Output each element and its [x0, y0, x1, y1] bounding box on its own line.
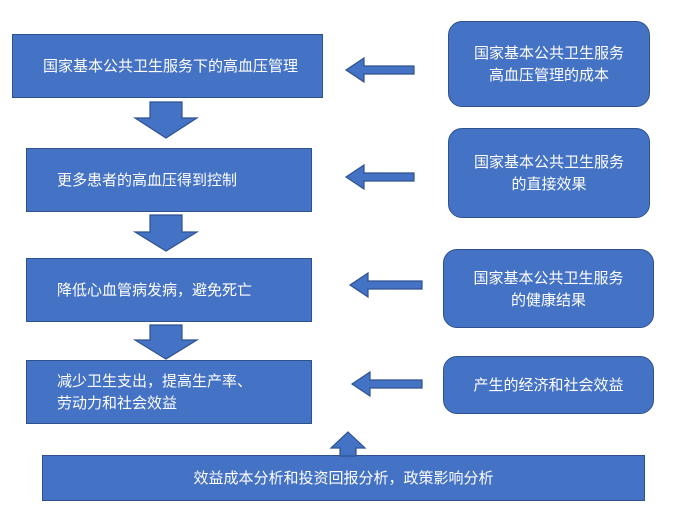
box-health-outcome-label: 国家基本公共卫生服务 的健康结果 [473, 268, 624, 309]
down-arrow-1 [132, 101, 200, 139]
left-arrow-4 [350, 370, 423, 398]
box-hypertension-management-label: 国家基本公共卫生服务下的高血压管理 [43, 57, 299, 75]
box-reduce-health-spending: 减少卫生支出，提高生产率、 劳动力和社会效益 [26, 360, 312, 424]
down-arrow-3 [132, 324, 200, 360]
left-arrow-2 [344, 163, 415, 191]
box-reduce-cardiovascular-label: 降低心血管病发病，避免死亡 [57, 281, 253, 299]
box-hypertension-controlled: 更多患者的高血压得到控制 [26, 148, 312, 212]
down-arrow-2 [132, 214, 200, 252]
box-reduce-cardiovascular: 降低心血管病发病，避免死亡 [26, 258, 312, 322]
box-economic-social-benefit: 产生的经济和社会效益 [443, 356, 654, 414]
box-economic-social-benefit-label: 产生的经济和社会效益 [473, 376, 624, 394]
box-direct-effect-label: 国家基本公共卫生服务 的直接效果 [473, 153, 624, 193]
left-arrow-1 [344, 56, 415, 84]
box-hypertension-controlled-label: 更多患者的高血压得到控制 [57, 171, 238, 189]
up-arrow [329, 431, 367, 457]
box-service-cost: 国家基本公共卫生服务 高血压管理的成本 [448, 21, 650, 107]
left-arrow-3 [348, 271, 423, 299]
box-hypertension-management: 国家基本公共卫生服务下的高血压管理 [12, 34, 323, 98]
box-reduce-health-spending-label: 减少卫生支出，提高生产率、 劳动力和社会效益 [57, 372, 253, 412]
box-direct-effect: 国家基本公共卫生服务 的直接效果 [448, 128, 650, 218]
box-benefit-cost-analysis: 效益成本分析和投资回报分析，政策影响分析 [42, 455, 645, 501]
box-benefit-cost-analysis-label: 效益成本分析和投资回报分析，政策影响分析 [193, 469, 494, 487]
box-service-cost-label: 国家基本公共卫生服务 高血压管理的成本 [473, 44, 624, 84]
box-health-outcome: 国家基本公共卫生服务 的健康结果 [443, 249, 654, 328]
